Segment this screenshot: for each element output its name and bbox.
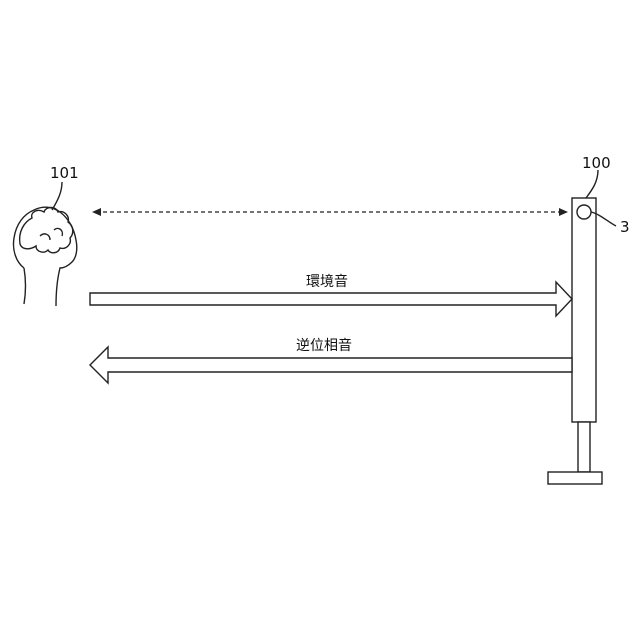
ambient-sound-label: 環境音 [306, 273, 348, 290]
device-stand [578, 422, 590, 472]
device-ref-leader [586, 170, 598, 198]
device-column [572, 198, 596, 422]
dashed-arrowhead-left [92, 208, 101, 216]
person-ref-label: 101 [50, 164, 79, 182]
device-ref-label: 100 [582, 154, 611, 172]
device-base [548, 472, 602, 484]
antiphase-sound-label: 逆位相音 [296, 337, 352, 354]
person-head-figure [13, 207, 76, 306]
distance-dashed-arrow [92, 208, 568, 216]
sensor-ref-label: 3 [620, 218, 630, 236]
device-figure [548, 198, 602, 484]
sensor-circle [577, 205, 591, 219]
dashed-arrowhead-right [559, 208, 568, 216]
person-ref-leader [52, 182, 62, 210]
